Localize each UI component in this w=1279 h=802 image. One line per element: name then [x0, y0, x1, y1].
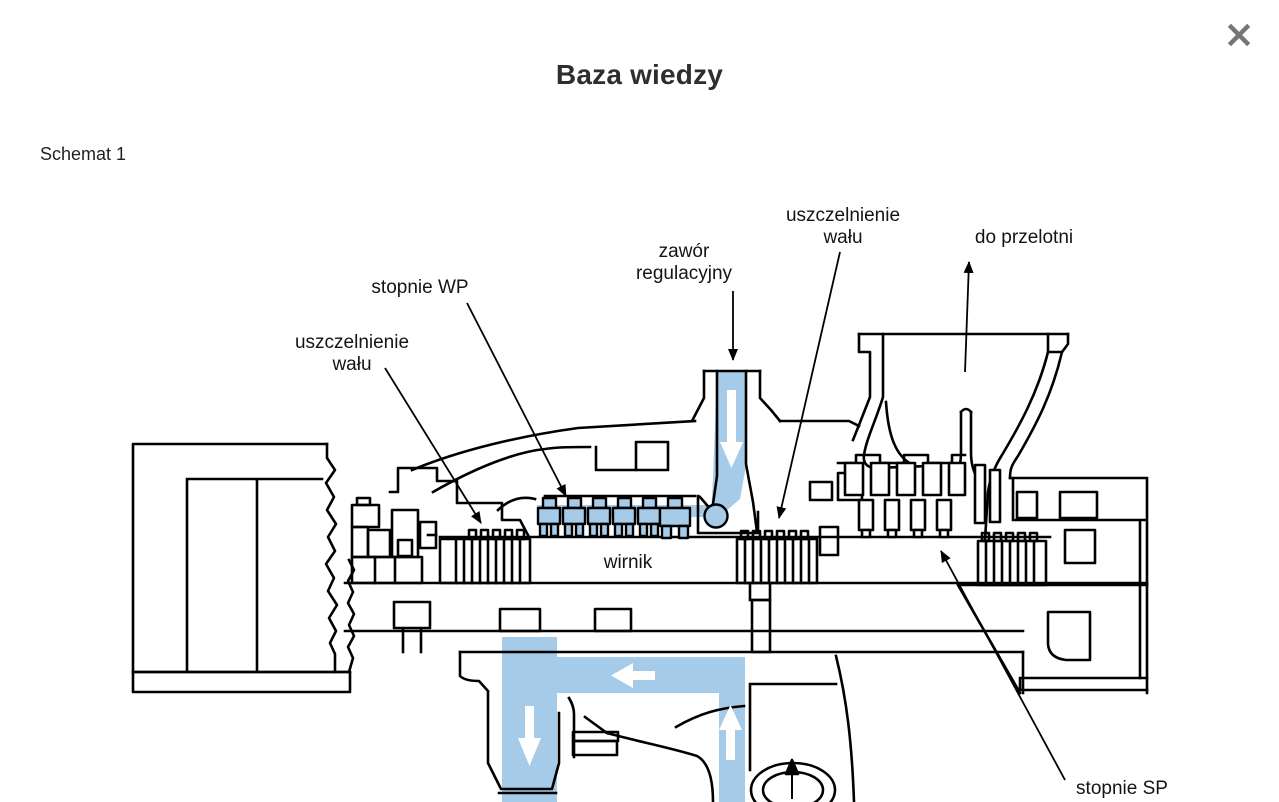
flow-arrows [518, 390, 743, 766]
label-zawor-regulacyjny: zawór regulacyjny [635, 241, 733, 284]
label-wirnik: wirnik [603, 552, 653, 573]
page-title: Baza wiedzy [555, 58, 724, 90]
figure-caption: Schemat 1 [40, 144, 127, 164]
close-button[interactable]: × [1221, 14, 1257, 54]
label-do-przelotni: do przelotni [974, 227, 1074, 248]
label-uszczelnienie-walu-top: uszczelnienie wału [785, 205, 901, 248]
label-uszczelnienie-walu-left: uszczelnienie wału [294, 332, 410, 375]
leader-lines [384, 251, 1066, 781]
label-stopnie-sp: stopnie SP [1076, 778, 1168, 799]
close-icon: × [1223, 12, 1255, 56]
hp-stages [536, 496, 729, 540]
valve-head [703, 503, 729, 529]
label-stopnie-wp: stopnie WP [371, 277, 469, 298]
